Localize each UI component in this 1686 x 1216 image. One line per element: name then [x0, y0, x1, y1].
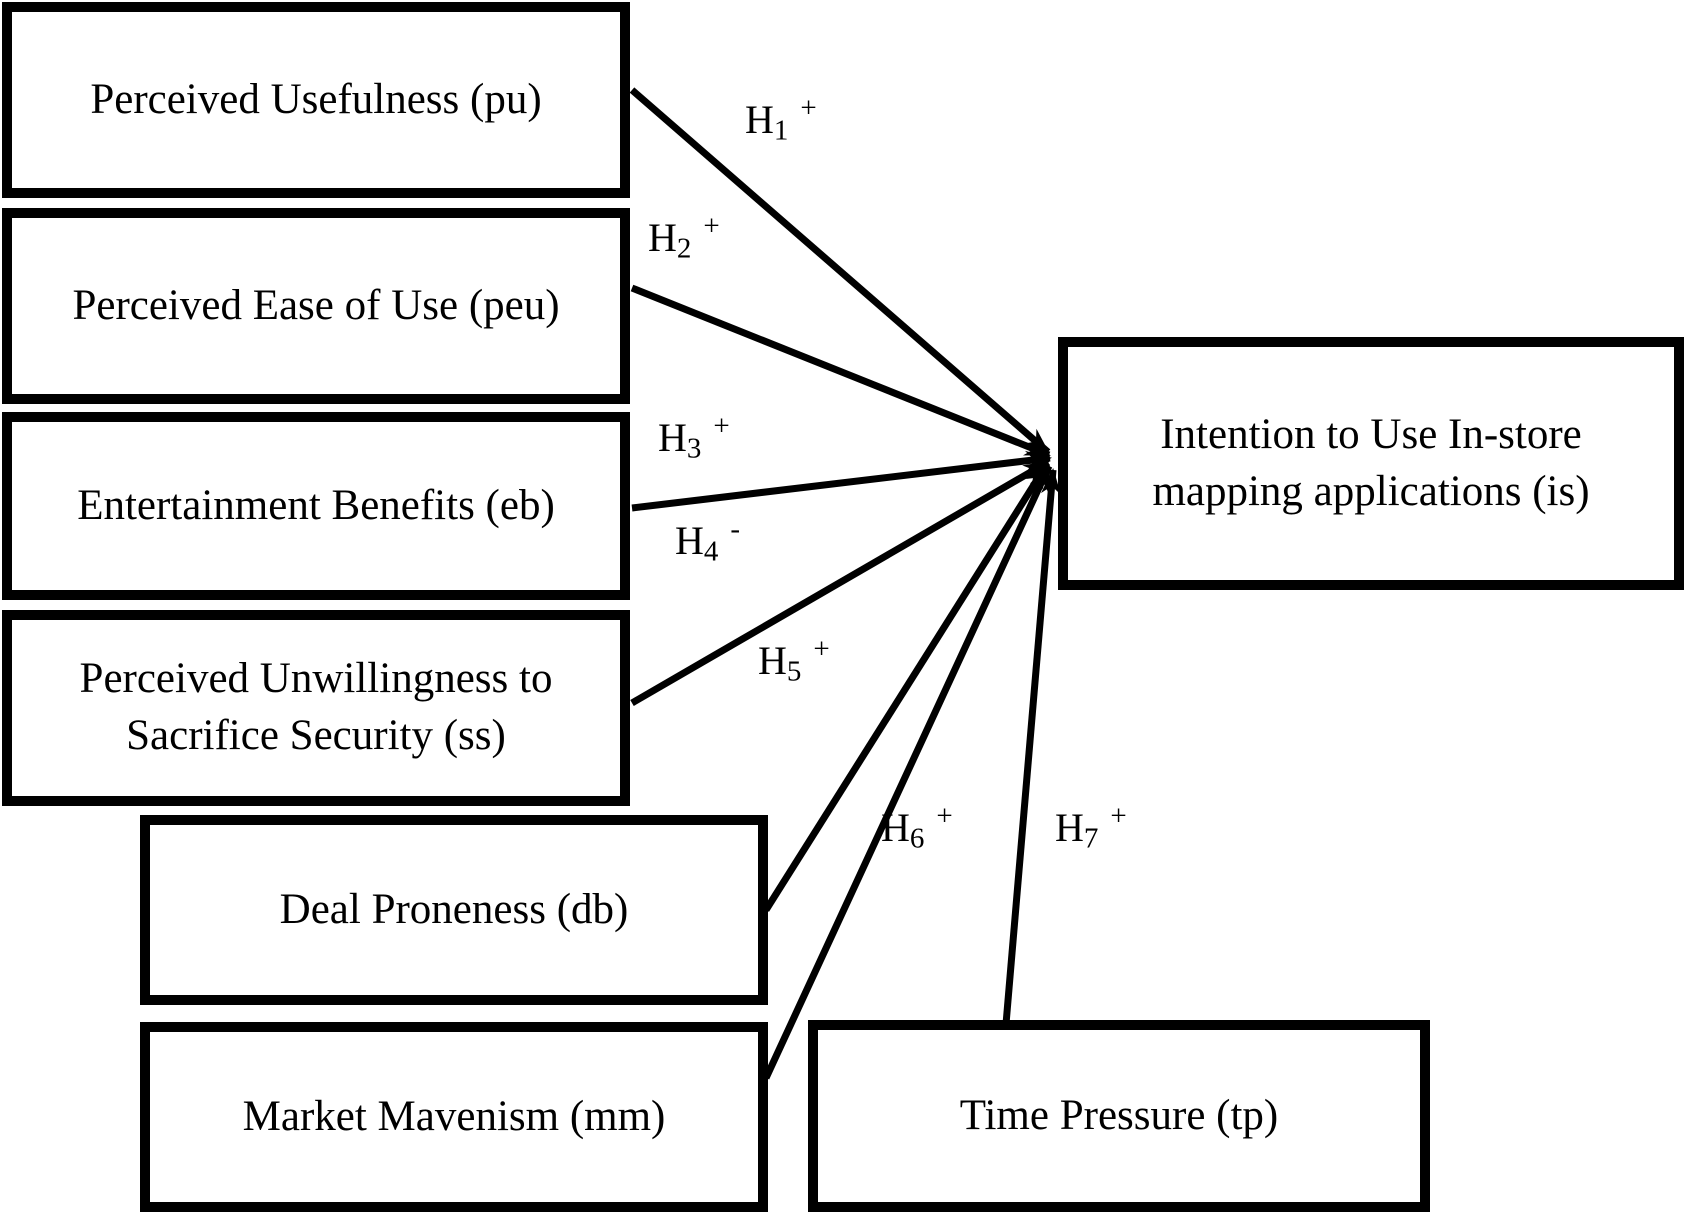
hyp-subscript: 1: [773, 114, 789, 147]
hyp-sign: +: [936, 800, 953, 832]
node-label: Entertainment Benefits (eb): [77, 481, 555, 529]
node-label: Time Pressure (tp): [959, 1091, 1279, 1139]
arrow-h1: [629, 87, 1051, 455]
hyp-sign: +: [703, 210, 720, 242]
hyp-letter: H: [1055, 804, 1084, 850]
hypothesis-label-h2: H2 +: [648, 210, 720, 265]
node-label: Perceived Unwillingness to Sacrifice Sec…: [79, 655, 553, 759]
hyp-letter: H: [675, 517, 704, 563]
node-entertainment-benefits: Entertainment Benefits (eb): [2, 412, 630, 600]
arrow-h6: [762, 464, 1053, 1080]
hyp-sign: +: [1110, 800, 1127, 832]
arrow-h4: [630, 458, 1050, 707]
node-perceived-usefulness: Perceived Usefulness (pu): [2, 2, 630, 198]
hyp-subscript: 7: [1083, 822, 1099, 855]
node-label: Deal Proneness (db): [279, 885, 629, 933]
node-perceived-ease-of-use: Perceived Ease of Use (peu): [2, 208, 630, 404]
hyp-letter: H: [881, 804, 910, 850]
hyp-sign: -: [730, 513, 741, 545]
hyp-sign: +: [713, 410, 730, 442]
node-intention-to-use: Intention to Use In-store mapping applic…: [1058, 337, 1684, 590]
hypothesis-label-h7: H7 +: [1055, 800, 1127, 855]
hyp-subscript: 4: [703, 535, 719, 568]
hypothesis-label-h3: H3 +: [658, 410, 730, 465]
hyp-letter: H: [758, 637, 787, 683]
node-label: Market Mavenism (mm): [242, 1092, 666, 1140]
hyp-sign: +: [800, 92, 817, 124]
hypothesis-label-h5: H5 +: [758, 633, 830, 688]
hyp-subscript: 6: [909, 822, 925, 855]
hyp-letter: H: [745, 96, 774, 142]
hyp-letter: H: [658, 414, 687, 460]
hypothesis-label-h4: H4-: [675, 513, 740, 568]
node-unwillingness-sacrifice-security: Perceived Unwillingness to Sacrifice Sec…: [2, 610, 630, 806]
node-label: Intention to Use In-store mapping applic…: [1152, 410, 1590, 515]
hyp-subscript: 2: [676, 232, 692, 265]
hyp-subscript: 3: [686, 432, 702, 465]
hypothesis-label-h6: H6 +: [881, 800, 953, 855]
node-market-mavenism: Market Mavenism (mm): [140, 1022, 768, 1212]
node-time-pressure: Time Pressure (tp): [808, 1020, 1430, 1212]
hyp-subscript: 5: [786, 655, 802, 688]
node-label: Perceived Ease of Use (peu): [72, 281, 560, 329]
hyp-letter: H: [648, 214, 677, 260]
hyp-sign: +: [813, 633, 830, 665]
arrow-h3: [631, 450, 1052, 512]
node-deal-proneness: Deal Proneness (db): [140, 815, 768, 1005]
hypothesis-label-h1: H1 +: [745, 92, 817, 147]
arrow-h7: [1002, 468, 1061, 1025]
node-label: Perceived Usefulness (pu): [90, 75, 542, 123]
